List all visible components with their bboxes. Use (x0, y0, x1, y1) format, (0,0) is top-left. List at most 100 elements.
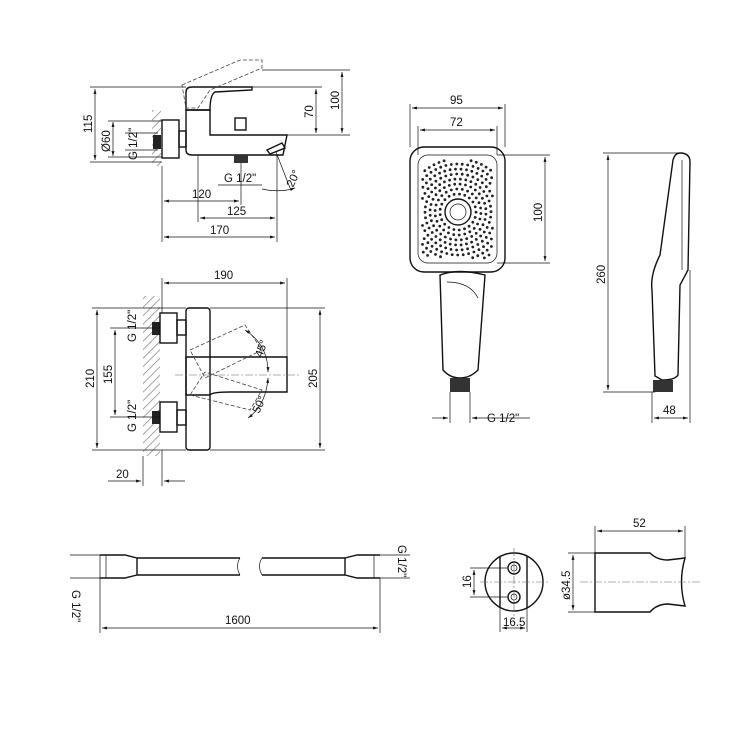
spray-hole (434, 253, 437, 256)
spray-hole (454, 238, 458, 242)
inlet-pipe (178, 130, 187, 148)
spray-hole (476, 254, 480, 258)
spray-hole (459, 243, 463, 247)
spray-hole (477, 201, 481, 205)
dim-diameter-60: Ø60 (101, 130, 113, 152)
inlet-thread-top (152, 322, 160, 335)
spray-hole (443, 198, 447, 202)
spray-hole (477, 192, 481, 196)
shower-outlet (265, 142, 287, 155)
spray-hole (430, 219, 433, 223)
mixer-side-view: 115 Ø60 G 1/2" 70 100 G 1/2" 120 125 170… (83, 59, 350, 242)
spray-hole (461, 253, 465, 257)
spray-hole (438, 238, 442, 242)
spray-hole (484, 178, 488, 181)
spray-hole (491, 194, 494, 198)
spray-hole (457, 228, 461, 232)
spray-hole (459, 167, 463, 171)
dim-handle-thread: G 1/2" (487, 413, 519, 425)
dim-angle-20: 20° (285, 168, 303, 189)
inlet-thread-bottom (152, 411, 160, 424)
spray-hole (473, 216, 477, 219)
dim-115: 115 (83, 115, 95, 133)
mixer-front-view: 190 210 155 G 1/2" G 1/2" 205 45° 50° 20 (85, 270, 325, 486)
spray-hole (467, 252, 470, 256)
spray-hole (469, 159, 473, 163)
spray-hole (485, 248, 489, 252)
spray-hole (465, 242, 468, 246)
spray-hole (484, 185, 488, 189)
spray-hole (474, 210, 478, 214)
spray-hole (442, 159, 446, 163)
spray-hole (444, 246, 448, 250)
spray-hole (434, 214, 437, 218)
spray-hole (472, 250, 476, 254)
dim-100: 100 (330, 91, 342, 110)
spray-hole (464, 183, 467, 187)
spray-hole (478, 186, 482, 189)
spray-hole (469, 180, 473, 184)
spray-hole (422, 237, 426, 241)
lever (185, 356, 288, 396)
hand-shower-side: 260 48 (596, 152, 691, 423)
spray-hole (482, 230, 486, 234)
spray-hole (485, 226, 489, 229)
spray-hole (426, 254, 429, 257)
dim-205: 205 (308, 369, 320, 388)
diverter-knob (234, 117, 247, 131)
shower-head (409, 146, 506, 273)
shower-side-body (650, 152, 691, 381)
lever (185, 86, 253, 111)
spray-hole (475, 172, 479, 175)
spray-hole (481, 223, 485, 227)
spray-hole (425, 181, 428, 185)
spray-hole (466, 173, 470, 177)
spray-hole (447, 184, 451, 187)
dim-16: 16 (462, 575, 474, 588)
spray-hole (443, 241, 447, 244)
spray-hole (430, 237, 433, 241)
spray-hole (421, 243, 424, 246)
spray-hole (460, 172, 464, 176)
flange (161, 119, 180, 159)
inlet-thread (153, 135, 161, 149)
spray-hole (426, 187, 430, 191)
spray-hole (476, 178, 480, 182)
spray-hole (452, 193, 456, 196)
spray-hole (459, 238, 463, 242)
dim-inlet-thread-bottom: G 1/2" (127, 400, 139, 432)
spray-hole (479, 206, 482, 210)
flange-bottom (159, 401, 178, 433)
spray-hole (483, 256, 486, 260)
spray-hole (480, 174, 484, 178)
spray-hole (449, 248, 453, 251)
dim-70: 70 (304, 105, 316, 118)
spray-hole (452, 228, 456, 231)
spray-hole (438, 189, 442, 193)
outlet-thread (234, 155, 248, 163)
spray-hole (473, 188, 477, 192)
hose-nut-right (344, 554, 380, 579)
spray-hole (480, 163, 483, 166)
spray-hole (433, 209, 437, 212)
spray-hole (470, 240, 473, 244)
spray-hole (481, 251, 485, 255)
dim-125: 125 (227, 206, 246, 218)
spray-hole (425, 221, 429, 225)
spray-hole (484, 207, 488, 211)
spray-hole (480, 239, 484, 243)
spray-hole (474, 182, 478, 186)
spray-hole (471, 200, 475, 204)
dim-inlet-thread-top: G 1/2" (127, 310, 139, 342)
spray-hole (477, 248, 481, 252)
spray-hole (463, 227, 466, 231)
spray-hole (427, 226, 431, 230)
spray-hole (459, 177, 462, 181)
spray-hole (480, 181, 484, 185)
side-thread (653, 380, 673, 392)
spray-hole (439, 176, 443, 180)
spray-hole (484, 165, 488, 169)
dim-diameter-34-5: ø34.5 (561, 571, 573, 600)
spray-hole (486, 241, 490, 245)
